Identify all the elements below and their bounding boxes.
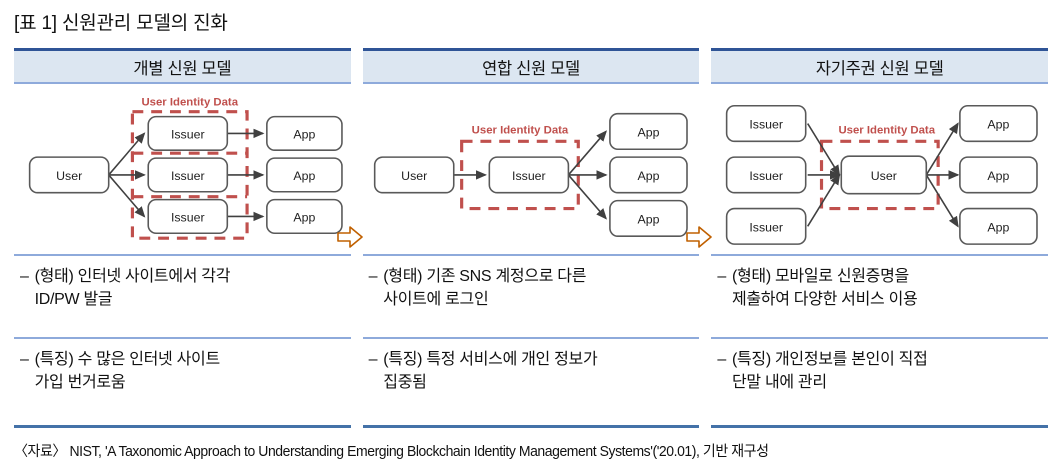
node-app-2col-3: [608, 199, 688, 237]
column-header-label-3: 자기주권 신원 모델: [815, 59, 944, 78]
node-app-label-3col-3: App: [988, 220, 1010, 234]
edge-user-app-1: [925, 122, 960, 176]
node-user-2: [373, 156, 455, 194]
node-issuer-3col-3: [726, 207, 807, 245]
node-issuer-label-2: Issuer: [171, 169, 205, 183]
bullet-form-text-2: (형태) 기존 SNS 계정으로 다른 사이트에 로그인: [383, 268, 587, 308]
node-app-label-2: App: [293, 169, 315, 183]
node-app-label-2col-2: App: [637, 169, 659, 183]
edge-user-issuer-1: [108, 132, 146, 176]
transition-arrow-right-icon-1: [337, 226, 363, 248]
bullet-feature-1: – (특징) 수 많은 인터넷 사이트 가입 번거로움: [20, 349, 220, 394]
node-issuer-label-3: Issuer: [171, 210, 205, 224]
diagram-federated-identity: User Identity Data User Issuer Ap: [373, 112, 688, 237]
text-cell-form-2: – (형태) 기존 SNS 계정으로 다른 사이트에 로그인: [362, 256, 700, 339]
node-app-label-1: App: [293, 127, 315, 141]
edge-user-app-3: [925, 174, 960, 228]
bullet-feature-text-3: (특징) 개인정보를 본인이 직접 단말 내에 관리: [731, 351, 928, 391]
node-issuer-3: [147, 198, 229, 235]
transition-arrow-right-icon-2: [686, 226, 712, 248]
source-note: 〈자료〉 NIST, 'A Taxonomic Approach to Unde…: [14, 444, 769, 460]
bullet-form-text-1: (형태) 인터넷 사이트에서 각각 ID/PW 발글: [34, 268, 231, 308]
bullet-form-3: – (형태) 모바일로 신원증명을 제출하여 다양한 서비스 이용: [717, 266, 917, 311]
node-user-3: [840, 155, 928, 195]
node-app-2col-2: [608, 156, 688, 194]
text-cell-feature-3: – (특징) 개인정보를 본인이 직접 단말 내에 관리: [711, 339, 1049, 428]
node-user-label-3: User: [871, 169, 897, 183]
edge-issuer-user-3: [807, 173, 841, 227]
text-cell-form-3: – (형태) 모바일로 신원증명을 제출하여 다양한 서비스 이용: [711, 256, 1049, 339]
column-self-sovereign-identity: 자기주권 신원 모델 User Identity Data: [711, 48, 1049, 431]
node-issuer-2col: [488, 156, 569, 194]
bullet-form-1: – (형태) 인터넷 사이트에서 각각 ID/PW 발글: [20, 266, 230, 311]
node-issuer-1: [147, 115, 229, 152]
identity-data-label-2: User Identity Data: [471, 124, 568, 136]
diagram-cell-siloed: User Identity Data User: [14, 84, 351, 256]
node-user-1: [28, 156, 110, 194]
node-app-3col-3: [959, 207, 1039, 245]
edge-issuer-app-2col-3: [567, 174, 607, 220]
edge-issuer-user-1: [807, 123, 841, 177]
edge-user-issuer-3: [108, 174, 146, 218]
node-issuer-label-3col-1: Issuer: [750, 117, 784, 131]
node-app-3: [266, 198, 343, 235]
text-cell-form-1: – (형태) 인터넷 사이트에서 각각 ID/PW 발글: [14, 256, 351, 339]
bullet-feature-text-1: (특징) 수 많은 인터넷 사이트 가입 번거로움: [34, 351, 221, 391]
identity-data-label-1: User Identity Data: [141, 97, 238, 109]
node-app-label-2col-3: App: [637, 212, 659, 226]
column-header-3: 자기주권 신원 모델: [711, 48, 1049, 84]
node-app-label-3: App: [293, 210, 315, 224]
bullet-dash-icon: –: [20, 268, 29, 285]
node-issuer-2: [147, 157, 229, 193]
identity-data-label-3: User Identity Data: [839, 124, 936, 136]
diagram-cell-federated: User Identity Data User Issuer Ap: [362, 84, 700, 256]
bullet-form-2: – (형태) 기존 SNS 계정으로 다른 사이트에 로그인: [368, 266, 587, 311]
node-app-3col-1: [959, 104, 1039, 143]
column-header-label-1: 개별 신원 모델: [133, 59, 232, 78]
diagram-siloed-identity: User Identity Data User: [28, 97, 343, 240]
column-header-2: 연합 신원 모델: [362, 48, 700, 84]
bullet-dash-icon: –: [717, 351, 726, 368]
node-app-2col-1: [608, 112, 688, 151]
edge-issuer-app-2col-1: [567, 130, 607, 176]
node-user-label-1: User: [56, 169, 82, 183]
node-app-1: [266, 115, 343, 152]
column-header-label-2: 연합 신원 모델: [482, 59, 580, 78]
bullet-feature-3: – (특징) 개인정보를 본인이 직접 단말 내에 관리: [717, 349, 927, 394]
bullet-dash-icon: –: [368, 351, 378, 368]
node-app-2: [266, 157, 343, 193]
bullet-dash-icon: –: [717, 268, 726, 285]
node-issuer-label-3col-3: Issuer: [750, 220, 784, 234]
diagram-self-sovereign-identity: User Identity Data Issuer Issuer: [726, 104, 1039, 245]
node-issuer-label-3col-2: Issuer: [750, 169, 784, 183]
node-app-label-2col-1: App: [637, 125, 659, 139]
column-siloed-identity: 개별 신원 모델 User Identity Data: [14, 48, 351, 431]
bullet-dash-icon: –: [368, 268, 378, 285]
column-header-1: 개별 신원 모델: [14, 48, 351, 84]
text-cell-feature-1: – (특징) 수 많은 인터넷 사이트 가입 번거로움: [14, 339, 351, 428]
node-issuer-3col-1: [726, 104, 807, 143]
bullet-dash-icon: –: [20, 351, 29, 368]
node-user-label-2: User: [401, 169, 427, 183]
page-title: [표 1] 신원관리 모델의 진화: [14, 13, 228, 34]
node-issuer-3col-2: [726, 156, 807, 194]
bullet-feature-text-2: (특징) 특정 서비스에 개인 정보가 집중됨: [383, 351, 598, 391]
text-cell-feature-2: – (특징) 특정 서비스에 개인 정보가 집중됨: [362, 339, 700, 428]
node-issuer-label-2col: Issuer: [512, 169, 546, 183]
column-federated-identity: 연합 신원 모델 User Identity Data: [362, 48, 700, 431]
comparison-table: 개별 신원 모델 User Identity Data: [14, 48, 1049, 431]
node-issuer-label-1: Issuer: [171, 127, 205, 141]
diagram-cell-ssi: User Identity Data Issuer Issuer: [711, 84, 1049, 256]
node-app-3col-2: [959, 156, 1039, 194]
node-app-label-3col-1: App: [988, 117, 1010, 131]
node-app-label-3col-2: App: [988, 169, 1010, 183]
bullet-feature-2: – (특징) 특정 서비스에 개인 정보가 집중됨: [369, 349, 598, 394]
bullet-form-text-3: (형태) 모바일로 신원증명을 제출하여 다양한 서비스 이용: [731, 268, 918, 308]
